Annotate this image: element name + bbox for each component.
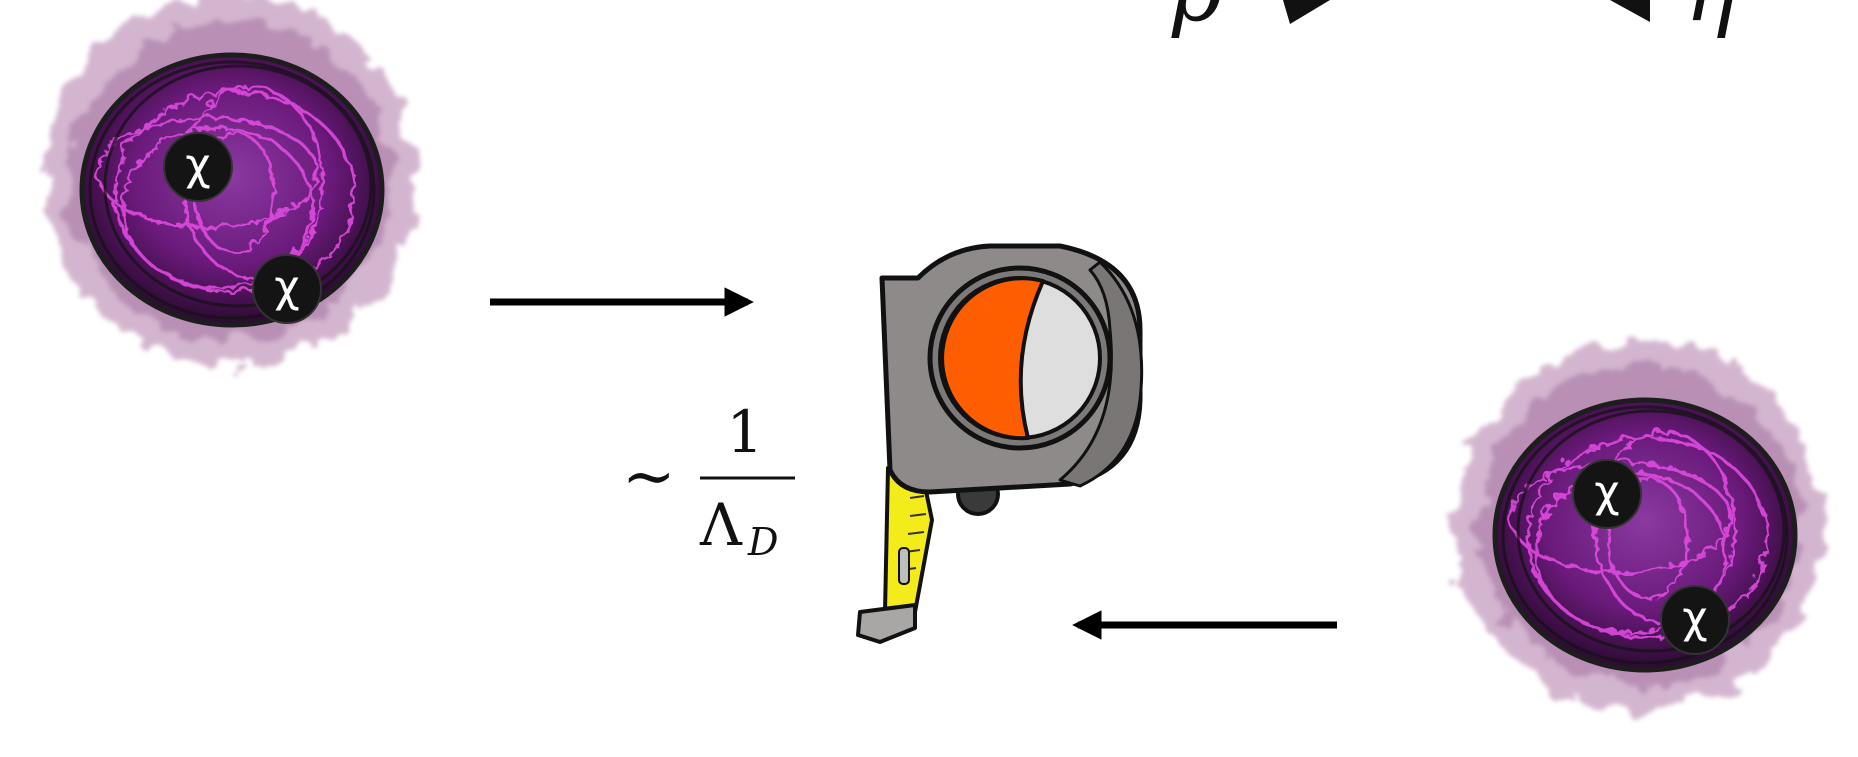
particle-chi-2-label: χ xyxy=(274,262,299,313)
scale-numerator: 1 xyxy=(727,398,764,466)
right-bound-state: χ χ xyxy=(1455,340,1825,710)
top-formula: ρ η xyxy=(1171,0,1737,41)
formula-eta: η xyxy=(1685,0,1737,41)
particle-chi-3-label: χ xyxy=(1594,467,1619,518)
left-core-icon xyxy=(82,55,382,325)
formula-rho: ρ xyxy=(1171,0,1223,41)
particle-chi-1-label: χ xyxy=(185,140,210,191)
scale-denominator-symbol: Λ xyxy=(699,491,743,559)
formula-lhs-bracket-icon xyxy=(1283,0,1330,24)
formula-rhs-bracket-icon xyxy=(1610,0,1650,22)
left-bound-state: χ χ xyxy=(45,0,415,365)
tape-ribbon-slot xyxy=(899,548,909,584)
scale-denominator-subscript: D xyxy=(747,520,778,564)
tape-measure-icon xyxy=(858,246,1142,642)
right-core-icon xyxy=(1495,400,1795,670)
tape-hook-icon xyxy=(858,605,915,642)
scale-tilde: ∼ xyxy=(622,440,676,514)
scale-label: ∼ 1 Λ D xyxy=(622,398,795,564)
particle-chi-4-label: χ xyxy=(1682,593,1707,644)
